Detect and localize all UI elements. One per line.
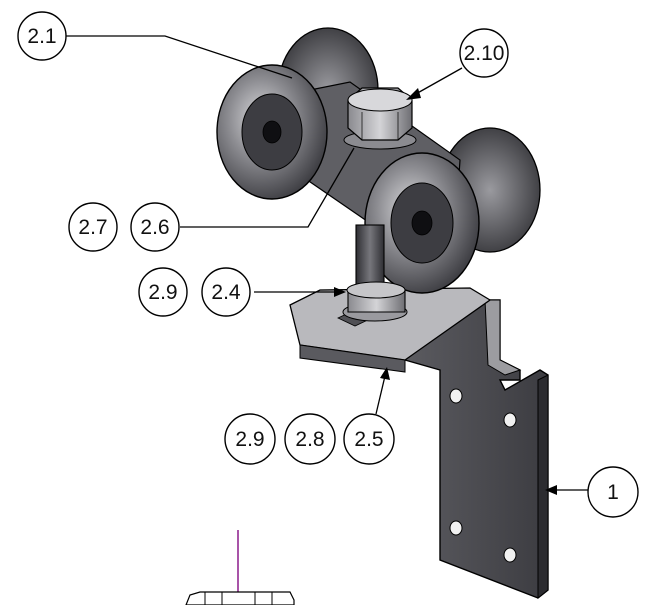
- leader-2-9-2-8-2-5: [375, 375, 386, 415]
- arrow-2-9-2-8-2-5: [380, 367, 390, 380]
- callout-2-10: 2.10: [459, 28, 509, 78]
- leader-2-1: [66, 35, 293, 79]
- bracket-hole: [449, 520, 463, 536]
- leader-2-10: [413, 67, 463, 96]
- wheel-front-right: [364, 152, 480, 294]
- callout-label: 1: [607, 481, 619, 504]
- leader-lines: [66, 35, 588, 495]
- callout-label: 2.8: [295, 428, 324, 451]
- bracket-hole: [503, 412, 517, 428]
- callout-label: 2.9: [235, 428, 264, 451]
- bolt-head: [347, 87, 413, 141]
- mounting-bracket: [403, 299, 549, 600]
- arrow-1: [545, 485, 557, 495]
- callout-1: 1: [587, 466, 639, 518]
- bracket-hole: [503, 547, 517, 563]
- callout-label: 2.7: [78, 216, 107, 239]
- arrow-2-9-2-4: [334, 287, 346, 297]
- partial-part-bottom: [185, 530, 295, 605]
- callout-label: 2.6: [140, 216, 169, 239]
- callout-label: 2.9: [148, 281, 177, 304]
- callout-label: 2.4: [211, 281, 241, 304]
- callout-2-1: 2.1: [17, 11, 67, 61]
- callout-2-7-2-6: 2.7 2.6: [68, 202, 180, 252]
- callout-2-9-2-4: 2.9 2.4: [138, 267, 251, 317]
- lower-nut: [342, 281, 408, 322]
- callout-2-9-2-8-2-5: 2.9 2.8 2.5: [224, 413, 395, 465]
- leader-2-7-2-6: [180, 147, 355, 228]
- base-plate: [289, 287, 492, 373]
- callout-label: 2.1: [27, 25, 56, 48]
- arrow-2-10: [406, 88, 421, 100]
- bracket-hole: [449, 388, 463, 404]
- wheel-front-left: [216, 64, 328, 200]
- callout-label: 2.5: [354, 428, 383, 451]
- callout-label: 2.10: [464, 42, 505, 65]
